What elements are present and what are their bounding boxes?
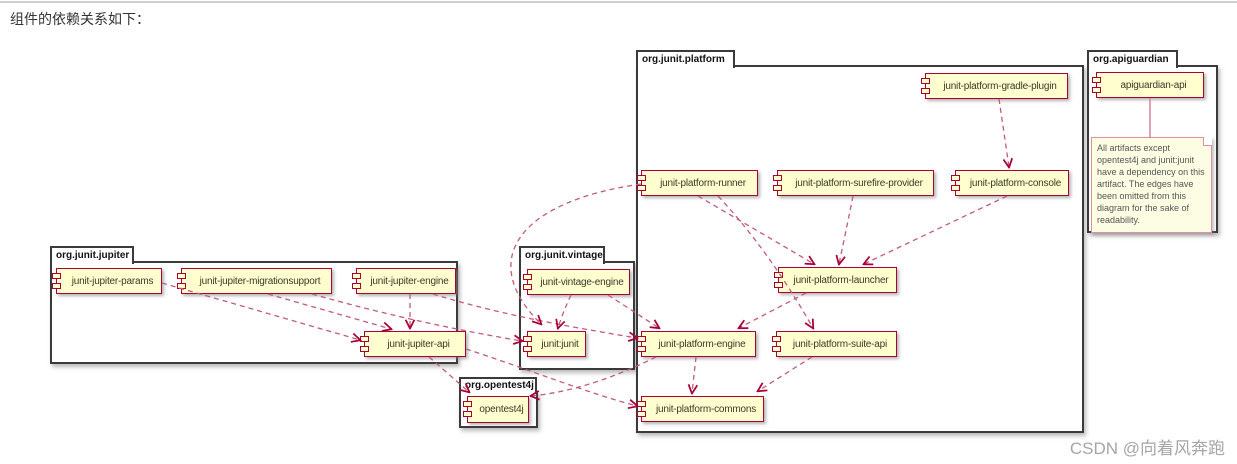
component-label: junit-platform-commons: [655, 403, 757, 415]
component-port-icon: [523, 274, 532, 280]
component-port-icon: [637, 401, 646, 407]
package-tab-junit-platform: org.junit.platform: [636, 50, 735, 68]
component-port-icon: [1092, 87, 1101, 93]
component-port-icon: [523, 284, 532, 290]
component-port-icon: [637, 411, 646, 417]
component-junit-platform-suite-api: junit-platform-suite-api: [772, 331, 897, 357]
component-port-icon: [352, 273, 361, 279]
package-tab-apiguardian: org.apiguardian: [1087, 50, 1178, 68]
component-label: junit-jupiter-engine: [370, 275, 449, 287]
component-port-icon: [352, 283, 361, 289]
component-port-icon: [921, 78, 930, 84]
component-junit-jupiter-api: junit-jupiter-api: [360, 331, 466, 357]
note-text-line: artifact. The edges have: [1097, 178, 1194, 189]
component-port-icon: [773, 175, 782, 181]
component-label: junit-jupiter-migrationsupport: [199, 275, 321, 287]
page-heading: 组件的依赖关系如下：: [10, 11, 150, 27]
component-label: junit-jupiter-api: [387, 338, 450, 350]
component-port-icon: [774, 272, 783, 278]
component-junit-jupiter-migrationsupport: junit-jupiter-migrationsupport: [177, 268, 332, 294]
component-junit-platform-runner: junit-platform-runner: [637, 170, 758, 196]
component-port-icon: [637, 336, 646, 342]
page-top-divider: [0, 1, 1237, 3]
component-label: junit-platform-launcher: [793, 274, 889, 286]
component-label: junit-vintage-engine: [540, 276, 624, 288]
component-port-icon: [637, 175, 646, 181]
component-port-icon: [523, 336, 532, 342]
note-fold-corner-icon: [1203, 137, 1212, 146]
component-port-icon: [52, 273, 61, 279]
component-port-icon: [774, 282, 783, 288]
component-junit-platform-engine: junit-platform-engine: [637, 331, 756, 357]
component-port-icon: [773, 185, 782, 191]
component-junit-platform-launcher: junit-platform-launcher: [774, 267, 897, 293]
component-junit-jupiter-params: junit-jupiter-params: [52, 268, 162, 294]
component-junit-platform-surefire-provider: junit-platform-surefire-provider: [773, 170, 934, 196]
component-junit-platform-commons: junit-platform-commons: [637, 396, 764, 422]
note-text-line: readability.: [1097, 214, 1140, 225]
component-port-icon: [772, 336, 781, 342]
component-junit-platform-gradle-plugin: junit-platform-gradle-plugin: [921, 73, 1068, 99]
component-label: junit-jupiter-params: [71, 275, 154, 287]
component-label: junit-platform-gradle-plugin: [943, 80, 1057, 92]
component-port-icon: [360, 346, 369, 352]
component-apiguardian-api: apiguardian-api: [1092, 72, 1204, 98]
package-junit-platform: [636, 65, 1084, 433]
component-label: apiguardian-api: [1120, 79, 1187, 91]
component-label: opentest4j: [479, 404, 524, 415]
component-port-icon: [523, 346, 532, 352]
component-opentest4j: opentest4j: [463, 396, 529, 423]
component-label: junit-platform-runner: [660, 177, 746, 189]
component-port-icon: [52, 283, 61, 289]
note-text-line: opentest4j and junit:junit: [1097, 154, 1195, 165]
component-port-icon: [951, 175, 960, 181]
component-port-icon: [772, 346, 781, 352]
component-port-icon: [463, 401, 472, 407]
component-label: junit:junit: [541, 338, 579, 350]
component-junit-jupiter-engine: junit-jupiter-engine: [352, 268, 456, 294]
component-port-icon: [637, 185, 646, 191]
component-label: junit-platform-suite-api: [792, 338, 888, 350]
note-text-line: been omitted from this: [1097, 190, 1187, 201]
csdn-watermark: CSDN @向着风奔跑: [1069, 439, 1225, 458]
package-tab-junit-vintage: org.junit.vintage: [519, 246, 605, 264]
component-port-icon: [360, 336, 369, 342]
note-text-line: have a dependency on this: [1097, 166, 1205, 177]
component-label: junit-platform-console: [969, 177, 1062, 189]
component-port-icon: [177, 273, 186, 279]
note-text-line: All artifacts except: [1097, 143, 1171, 153]
component-label: junit-platform-engine: [658, 338, 746, 350]
component-junit-vintage-engine: junit-vintage-engine: [523, 269, 630, 295]
component-port-icon: [921, 88, 930, 94]
component-port-icon: [463, 411, 472, 417]
package-tab-opentest4j: org.opentest4j: [459, 377, 537, 394]
component-label: junit-platform-surefire-provider: [795, 177, 923, 189]
component-junit-platform-console: junit-platform-console: [951, 170, 1069, 196]
component-port-icon: [637, 346, 646, 352]
note-text-line: diagram for the sake of: [1097, 202, 1190, 213]
component-port-icon: [177, 283, 186, 289]
package-tab-junit-jupiter: org.junit.jupiter: [50, 246, 134, 264]
component-port-icon: [1092, 77, 1101, 83]
component-junit-junit: junit:junit: [523, 331, 586, 357]
component-port-icon: [951, 185, 960, 191]
